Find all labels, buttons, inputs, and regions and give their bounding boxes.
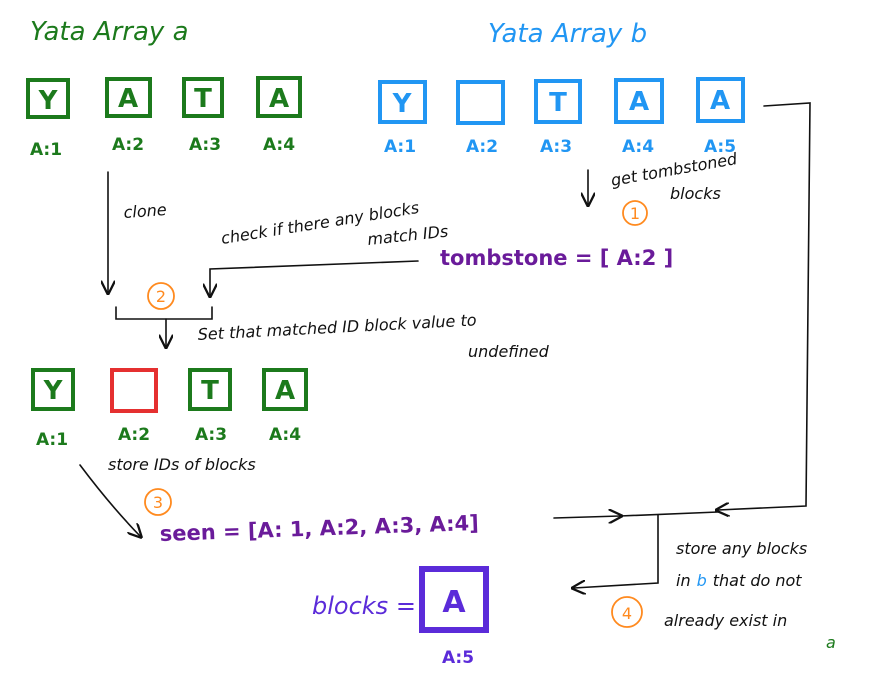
store-any-in: in [676, 571, 691, 590]
block-id: A:2 [466, 137, 498, 157]
array-a-title: Yata Array a [30, 17, 189, 47]
block-char: T [549, 88, 567, 118]
block-id: A:1 [384, 137, 416, 157]
step-1-marker: 1 [622, 200, 648, 226]
block-id: A:1 [30, 140, 62, 160]
result-block-2-tombstoned: A:2 [110, 368, 158, 445]
set-undefined-note-2: undefined [468, 342, 550, 361]
array-result: Y A:1 A:2 T A:3 A A:4 [31, 368, 308, 450]
step-3-marker: 3 [144, 488, 172, 516]
step-number: 4 [622, 604, 632, 623]
result-block-3: T A:3 [188, 368, 232, 445]
array-b-loop-arrow [718, 102, 811, 510]
get-tombstoned-note-2: blocks [670, 184, 721, 203]
block-id: A:3 [540, 137, 572, 157]
block-id: A:4 [622, 137, 654, 157]
array-a: Y A:1 A A:2 T A:3 A A:4 [26, 76, 302, 160]
block-char: A [118, 84, 138, 114]
step-4-marker: 4 [611, 596, 643, 628]
connectors [79, 102, 811, 588]
store-any-note-3: already exist in [664, 611, 787, 630]
store-any-note-4: a [826, 633, 836, 652]
blocks-label: blocks = [312, 592, 416, 620]
block-char: Y [38, 86, 59, 116]
store-any-rest: that do not [713, 571, 803, 590]
blocks-result-block: A [419, 566, 489, 633]
step-number: 2 [156, 287, 166, 306]
store-blocks-arrow [574, 514, 659, 588]
block-char: T [194, 84, 212, 114]
array-b-block-5: A A:5 [696, 77, 745, 157]
store-ids-note: store IDs of blocks [108, 455, 256, 474]
array-b-block-3: T A:3 [534, 79, 582, 157]
store-any-b: b [697, 571, 707, 590]
block-char: A [710, 86, 730, 116]
block-char: A [269, 84, 289, 114]
block-id: A:3 [189, 135, 221, 155]
block-id: A:4 [269, 425, 301, 445]
block-char: A [629, 87, 649, 117]
store-ids-arrow [79, 464, 140, 536]
array-b-block-2: A:2 [456, 80, 505, 157]
store-any-note-1: store any blocks [676, 539, 807, 558]
array-b-block-4: A A:4 [614, 78, 664, 157]
seen-value: seen = [A: 1, A:2, A:3, A:4] [159, 511, 479, 546]
array-b: Y A:1 A:2 T A:3 A A:4 A A:5 [378, 77, 745, 157]
result-block-1: Y A:1 [31, 368, 75, 450]
seen-arrow [553, 516, 620, 518]
step-number: 3 [153, 493, 163, 512]
tombstone-value: tombstone = [ A:2 ] [440, 246, 673, 270]
clone-note: clone [123, 200, 167, 222]
block-char: Y [43, 376, 64, 406]
array-a-block-2: A A:2 [105, 77, 152, 155]
block-char: T [201, 376, 219, 406]
result-block-4: A A:4 [262, 368, 308, 445]
block-id: A:3 [195, 425, 227, 445]
step-number: 1 [630, 204, 640, 223]
block-id: A:4 [263, 135, 295, 155]
array-a-block-1: Y A:1 [26, 78, 70, 160]
step-2-marker: 2 [147, 282, 175, 310]
block-char: A [275, 376, 295, 406]
array-a-block-4: A A:4 [256, 76, 302, 155]
blocks-id: A:5 [442, 648, 474, 668]
tombstone-arrow [210, 260, 419, 295]
array-b-title: Yata Array b [488, 19, 647, 49]
block-id: A:2 [112, 135, 144, 155]
blocks-char: A [442, 585, 466, 620]
merge-bracket [115, 306, 213, 320]
array-a-block-3: T A:3 [182, 77, 224, 155]
block-id: A:5 [704, 137, 736, 157]
block-char: Y [392, 89, 413, 119]
check-note-2: match IDs [366, 222, 449, 249]
block-id: A:2 [118, 425, 150, 445]
array-b-block-1: Y A:1 [378, 80, 427, 157]
set-undefined-note-1: Set that matched ID block value to [197, 310, 477, 344]
block-id: A:1 [36, 430, 68, 450]
junction-line [619, 511, 719, 517]
